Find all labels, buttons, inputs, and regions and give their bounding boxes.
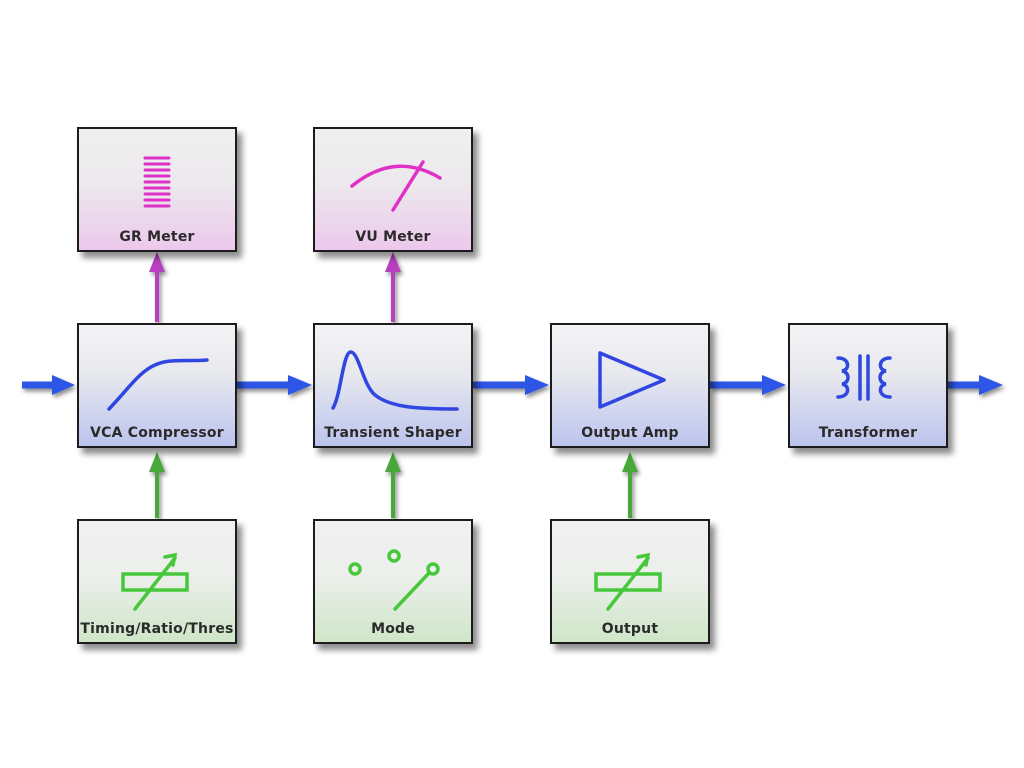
meter-arrows [149, 252, 401, 322]
transformer-icon [836, 354, 892, 401]
arrow-compressor-to-shaper [236, 375, 312, 395]
transient-envelope-icon [331, 350, 459, 411]
vu-meter-block: VU Meter [313, 127, 473, 252]
arrow-amp-to-transformer [710, 375, 786, 395]
transient-shaper-label: Transient Shaper [324, 425, 462, 441]
arrow-output-to-amp [622, 452, 638, 518]
transient-shaper-block: Transient Shaper [313, 323, 473, 448]
mode-label: Mode [371, 621, 415, 637]
arrow-mode-to-shaper [385, 452, 401, 518]
timing-ratio-thres-block: Timing/Ratio/Thres [77, 519, 237, 644]
arrow-shaper-to-vu-meter [385, 252, 401, 322]
compression-curve-icon [107, 358, 209, 411]
vca-compressor-label: VCA Compressor [90, 425, 224, 441]
output-control-label: Output [601, 621, 659, 637]
selector-switch-icon [348, 549, 440, 611]
control-arrows [149, 452, 638, 518]
output-arrow [947, 375, 1003, 395]
vu-needle-icon [350, 160, 442, 212]
arrow-shaper-to-amp [473, 375, 549, 395]
amplifier-triangle-icon [598, 351, 666, 409]
arrow-compressor-to-gr-meter [149, 252, 165, 322]
output-amp-block: Output Amp [550, 323, 710, 448]
input-arrow [22, 375, 75, 395]
vca-compressor-block: VCA Compressor [77, 323, 237, 448]
transformer-block: Transformer [788, 323, 948, 448]
signal-arrows [22, 375, 1003, 395]
output-amp-label: Output Amp [581, 425, 679, 441]
gr-meter-block: GR Meter [77, 127, 237, 252]
arrow-timing-to-compressor [149, 452, 165, 518]
bar-meter-icon [143, 156, 171, 208]
mode-block: Mode [313, 519, 473, 644]
variable-resistor-icon [594, 552, 662, 611]
gr-meter-label: GR Meter [119, 229, 195, 245]
timing-ratio-thres-label: Timing/Ratio/Thres [80, 621, 234, 637]
variable-resistor-icon [121, 552, 189, 611]
transformer-label: Transformer [818, 425, 918, 441]
vu-meter-label: VU Meter [355, 229, 431, 245]
output-control-block: Output [550, 519, 710, 644]
